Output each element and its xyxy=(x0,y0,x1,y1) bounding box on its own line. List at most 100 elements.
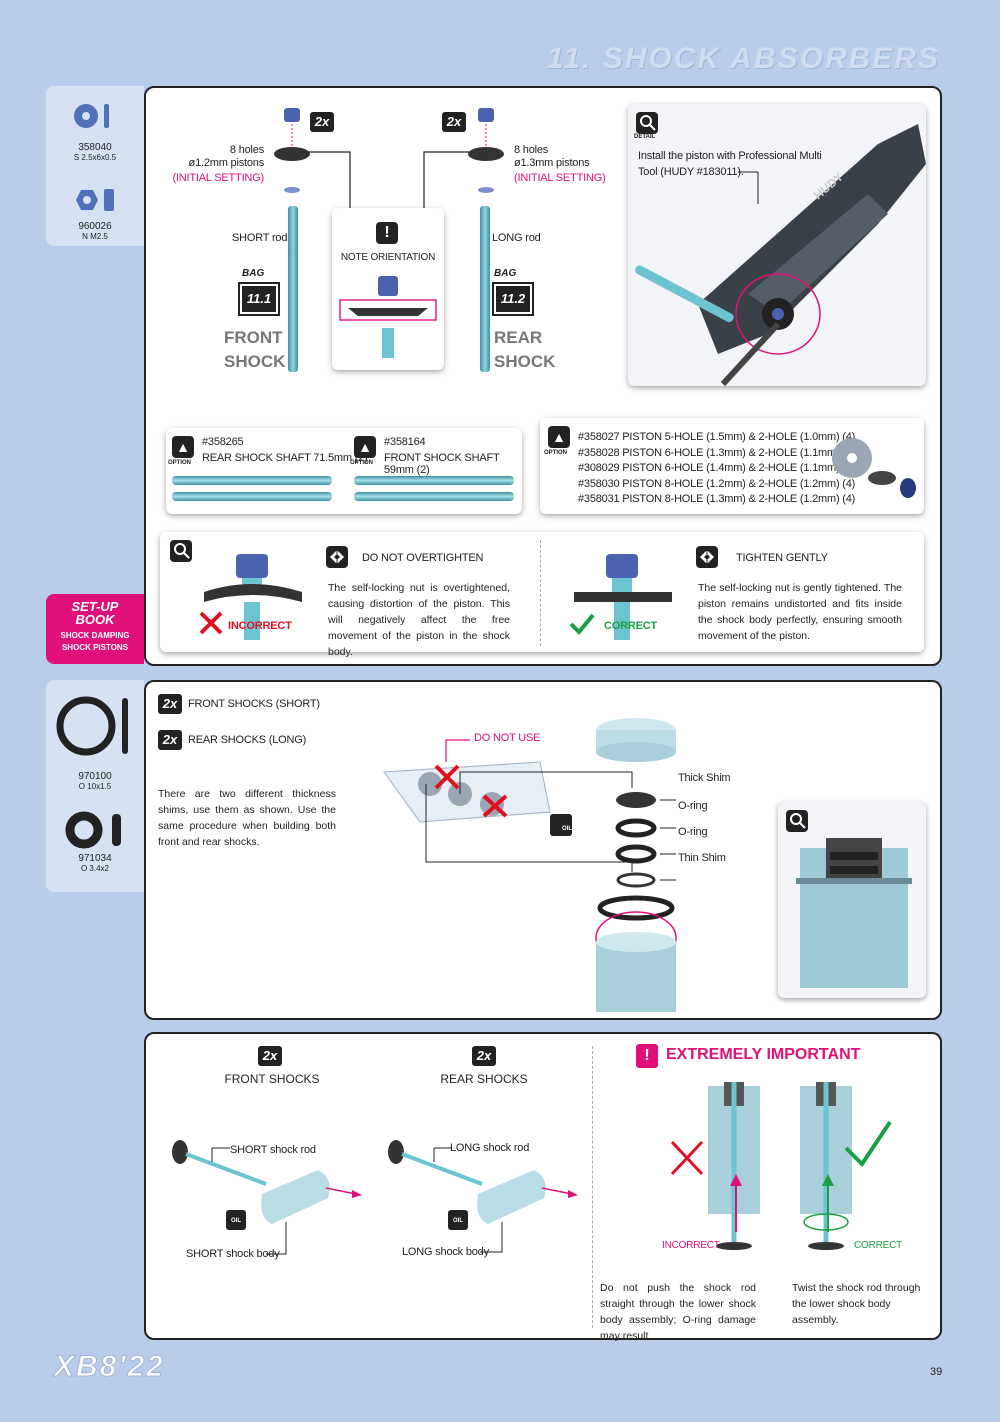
short-rod xyxy=(288,206,298,372)
note-orientation-label: NOTE ORIENTATION xyxy=(340,252,436,263)
bag-label: BAG xyxy=(242,268,265,279)
do-not-overtighten-text: The self-locking nut is overtightened, c… xyxy=(328,582,510,658)
thick-shim-label: Thick Shim xyxy=(678,772,731,784)
part-code: 960026 xyxy=(78,221,112,232)
option-card-shafts: ▲ OPTION #358265 REAR SHOCK SHAFT 71.5mm… xyxy=(166,428,522,514)
front-shock-assembly-image xyxy=(172,1140,362,1255)
bag-label: BAG xyxy=(494,268,517,279)
incorrect-label: INCORRECT xyxy=(228,620,292,632)
oil-icon: OIL xyxy=(453,1218,463,1224)
detail-magnifier-icon xyxy=(636,112,658,134)
piston-options-list: #358027 PISTON 5-HOLE (1.5mm) & 2-HOLE (… xyxy=(578,430,855,508)
nut-icon xyxy=(76,189,114,211)
option-label: OPTION xyxy=(350,460,374,466)
detail-magnifier-icon xyxy=(170,540,192,562)
left-holes-label: 8 holes xyxy=(229,144,264,156)
oring-label: O-ring xyxy=(678,800,708,812)
detail-text: Install the piston with Professional Mul… xyxy=(638,150,822,162)
option-label: OPTION xyxy=(544,450,568,456)
part-code: 970100 xyxy=(78,771,112,782)
incorrect-push-text: Do not push the shock rod straight throu… xyxy=(600,1282,756,1342)
detail-text: Tool (HUDY #183011). xyxy=(638,166,744,178)
piston-option: #358027 PISTON 5-HOLE (1.5mm) & 2-HOLE (… xyxy=(578,431,856,443)
front-shocks-short-label: FRONT SHOCKS (SHORT) xyxy=(188,698,320,710)
step-panel-1: 2x 8 holes ø1.2mm pistons (INITIAL SETTI… xyxy=(144,86,942,666)
wrench-icon xyxy=(326,546,348,568)
thumbs-up-icon: ▲ xyxy=(172,436,194,458)
piston-option: #308029 PISTON 6-HOLE (1.4mm) & 2-HOLE (… xyxy=(578,462,856,475)
piston-assembly-right xyxy=(468,108,504,193)
part-code: 358040 xyxy=(78,142,112,153)
right-pistons-label: ø1.3mm pistons xyxy=(514,157,590,169)
right-initial-label: (INITIAL SETTING) xyxy=(514,172,606,184)
part-desc: S 2.5x6x0.5 xyxy=(73,153,117,162)
correct-piston-image xyxy=(574,554,672,640)
setup-book-tab[interactable]: SET-UP BOOK SHOCK DAMPING SHOCK PISTONS xyxy=(46,594,144,664)
divider xyxy=(592,1046,593,1328)
important-icon: ! xyxy=(636,1044,658,1068)
setup-book-line: SHOCK DAMPING xyxy=(60,631,130,640)
shim-instruction-text: There are two different thickness shims,… xyxy=(158,788,336,848)
short-shock-body-label: SHORT shock body xyxy=(186,1248,280,1260)
front-shocks-title: FRONT SHOCKS xyxy=(224,1072,320,1086)
oring-large-icon xyxy=(56,696,128,756)
front-shock-label: FRONT xyxy=(224,328,283,347)
do-not-use-label: DO NOT USE xyxy=(474,732,541,744)
wrench-icon xyxy=(696,546,718,568)
correct-label: CORRECT xyxy=(604,620,657,632)
rear-shocks-long-label: REAR SHOCKS (LONG) xyxy=(188,734,307,746)
connector-lines xyxy=(308,151,476,208)
shim-detail-image xyxy=(796,838,912,988)
thin-shim-label: Thin Shim xyxy=(678,852,726,864)
model-logo: XB8'22 xyxy=(54,1350,165,1384)
shim-assembly-illustration xyxy=(383,718,677,1012)
detail-magnifier-icon xyxy=(786,810,808,832)
long-shock-rod-label: LONG shock rod xyxy=(450,1142,530,1154)
option-card-pistons: ▲ OPTION #358027 PISTON 5-HOLE (1.5mm) &… xyxy=(540,418,924,514)
long-rod xyxy=(480,206,490,372)
setup-book-title: BOOK xyxy=(75,612,115,627)
part-code: 971034 xyxy=(78,853,112,864)
correct-twist-image xyxy=(800,1082,892,1250)
parts-sidebar-mid: 970100 O 10x1.5 971034 O 3.4x2 xyxy=(46,680,144,892)
rear-shaft-desc: REAR SHOCK SHAFT 71.5mm (2) xyxy=(202,452,368,464)
left-pistons-label: ø1.2mm pistons xyxy=(188,157,265,169)
step-panel-3: 2x FRONT SHOCKS 2x REAR SHOCKS SHORT sho… xyxy=(144,1032,942,1342)
oring-small-icon xyxy=(65,811,121,849)
oil-icon: OIL xyxy=(231,1218,241,1224)
parts-sidebar-top: 358040 S 2.5x6x0.5 960026 N M2.5 xyxy=(46,86,144,246)
part-desc: O 3.4x2 xyxy=(80,864,109,873)
qty-badge: 2x xyxy=(158,694,182,714)
rear-shock-assembly-image xyxy=(388,1140,578,1253)
step-panel-2: 2x FRONT SHOCKS (SHORT) 2x REAR SHOCKS (… xyxy=(144,680,942,1020)
front-shock-label: SHOCK xyxy=(224,352,286,371)
short-shock-rod-label: SHORT shock rod xyxy=(230,1144,316,1156)
thumbs-up-icon: ▲ xyxy=(548,426,570,448)
divider xyxy=(540,540,541,646)
shaft-option-image xyxy=(172,492,332,501)
tighten-card: INCORRECT DO NOT OVERTIGHTEN The self-lo… xyxy=(160,532,924,658)
qty-badge: 2x xyxy=(472,1046,496,1066)
detail-label: DETAIL xyxy=(634,134,656,140)
shaft-option-image xyxy=(354,476,514,485)
right-holes-label: 8 holes xyxy=(514,144,549,156)
overtightened-piston-image xyxy=(204,554,302,640)
do-not-overtighten-title: DO NOT OVERTIGHTEN xyxy=(362,552,484,564)
piston-option: #358030 PISTON 8-HOLE (1.2mm) & 2-HOLE (… xyxy=(578,477,856,490)
qty-badge: 2x xyxy=(258,1046,282,1066)
shaft-option-image xyxy=(354,492,514,501)
oring-label: O-ring xyxy=(678,826,708,838)
piston-option: #358031 PISTON 8-HOLE (1.3mm) & 2-HOLE (… xyxy=(578,493,856,506)
bag-number: 11.2 xyxy=(492,282,534,316)
long-shock-body-label: LONG shock body xyxy=(402,1246,489,1258)
detail-card-tool: DETAIL Install the piston with Professio… xyxy=(628,104,926,386)
long-rod-label: LONG rod xyxy=(492,232,541,244)
correct-label: CORRECT xyxy=(854,1240,903,1251)
rear-shaft-code: #358265 xyxy=(202,436,244,448)
option-label: OPTION xyxy=(168,460,192,466)
extremely-important-title: EXTREMELY IMPORTANT xyxy=(666,1046,861,1063)
oil-icon: OIL xyxy=(562,826,572,832)
qty-badge: 2x xyxy=(310,112,334,132)
qty-badge: 2x xyxy=(158,730,182,750)
warning-icon: ! xyxy=(376,222,398,244)
